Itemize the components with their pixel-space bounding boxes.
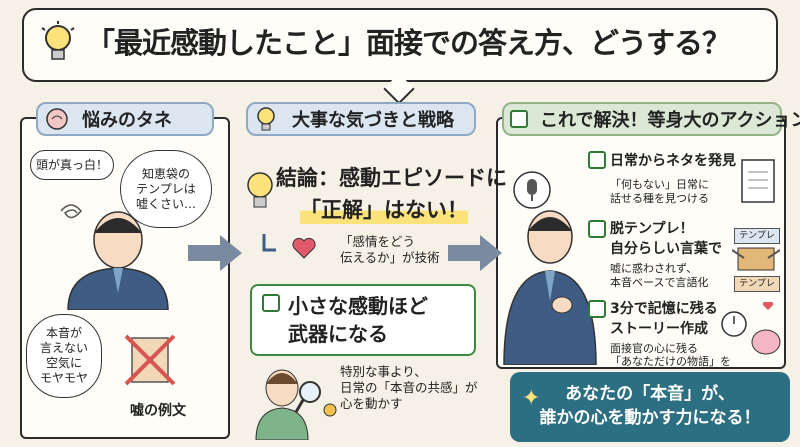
bottom-insight: 特別な事より、日常の「本音の共感」が心を動かす (340, 364, 478, 411)
check-icon (510, 110, 528, 128)
action3-title: 3分で記憶に残るストーリー作成 (610, 301, 718, 337)
confusion-scribble-icon (60, 204, 82, 219)
arrow-bar-1 (188, 245, 222, 261)
action3-desc: 面接官の心に残る「あなただけの物語」を (610, 342, 731, 368)
stopwatch-brain-icon (721, 302, 781, 355)
bubble-blank: 頭が真っ白！ (30, 150, 114, 180)
check-icon (588, 151, 606, 169)
caption-fake-example: 嘘の例文 (130, 403, 186, 419)
arrow-bar-2 (448, 245, 482, 261)
lightbulb-icon (41, 21, 75, 60)
worried-person-illustration (67, 211, 169, 310)
confident-person-illustration (503, 210, 597, 365)
check-icon (588, 220, 606, 238)
microphone-icon (513, 171, 551, 209)
action1-desc: 「何もない」日常に話せる種を見つける (610, 178, 709, 205)
arrow-right-2 (480, 235, 502, 271)
page-title: 「最近感動したこと」面接での答え方、どうする？ (86, 26, 731, 60)
brain-icon (46, 108, 68, 130)
header-actions: これで解決！等身大のアクション (502, 102, 800, 136)
heart-icon (262, 234, 316, 259)
closing-banner: あなたの「本音」が、 誰かの心を動かす力になる！ (510, 372, 790, 442)
template-tag-1: テンプレ (734, 228, 780, 244)
header-strategy: 大事な気づきと戦略 (246, 102, 476, 136)
key-message-line2: 武器になる (288, 322, 388, 346)
check-icon (588, 300, 606, 318)
title-box (22, 8, 778, 82)
bubble-true-feelings: 本音が言えない空気にモヤモヤ (26, 314, 102, 398)
notepad-icon (741, 159, 775, 203)
broken-chain-icon (732, 247, 780, 271)
key-message-line1: 小さな感動ほど (288, 294, 428, 318)
note-technique: 「感情をどう伝えるか」が技術 (340, 234, 440, 265)
woman-magnifier-illustration (255, 369, 337, 440)
bubble-template: 知恵袋のテンプレは嘘くさい… (120, 150, 212, 228)
sparkle-icon: ✦ (522, 386, 541, 411)
check-icon (262, 294, 280, 312)
lightbulb-small-icon (257, 107, 275, 131)
conclusion-line2: 「正解」はない！ (300, 194, 468, 224)
action2-title: 脱テンプレ！自分らしい言葉で (610, 221, 722, 257)
crossed-document-icon (124, 334, 176, 386)
action2-desc: 嘘に惑わされず、本音ベースで言語化 (610, 262, 709, 289)
action1-title: 日常からネタを発見 (610, 153, 736, 169)
conclusion-line1: 結論：感動エピソードに (276, 166, 507, 190)
arrow-right-1 (220, 235, 242, 271)
template-tag-2: テンプレ (734, 276, 780, 292)
key-message-box (250, 284, 476, 356)
lightbulb-idea-icon (247, 172, 273, 208)
